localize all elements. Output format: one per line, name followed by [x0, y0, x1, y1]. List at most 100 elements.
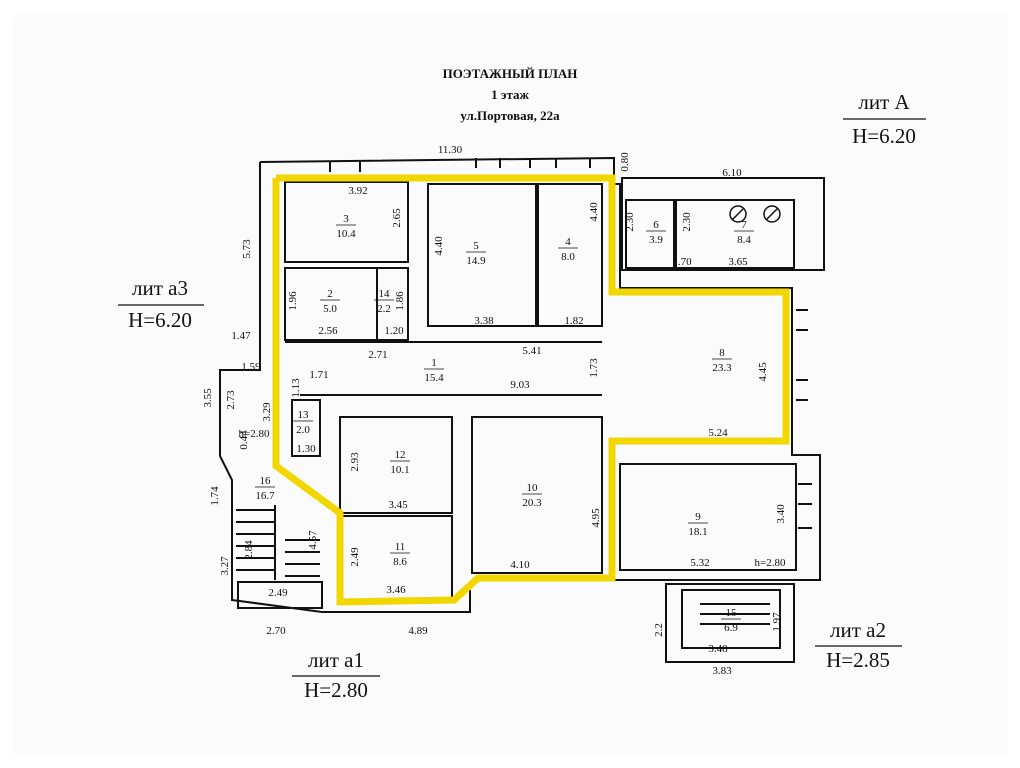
dimension-label: 0.80: [619, 152, 631, 172]
svg-text:Н=6.20: Н=6.20: [128, 308, 192, 332]
dimension-label: 2.2: [653, 623, 665, 637]
dimension-label: 1.97: [771, 612, 783, 632]
dimension-label: 3.83: [712, 665, 732, 677]
room-area: 5.0: [323, 303, 337, 315]
dimension-label: 2.73: [225, 390, 237, 410]
room-number: 7: [741, 219, 747, 231]
room-7-label: 78.4: [734, 219, 754, 246]
room-14-label: 142.2: [374, 288, 394, 315]
svg-text:лит а2: лит а2: [830, 618, 886, 642]
svg-text:Н=6.20: Н=6.20: [852, 124, 916, 148]
room-area: 20.3: [522, 497, 542, 509]
dimension-label: 5.24: [708, 427, 728, 439]
dimension-label: 1.86: [394, 291, 406, 311]
stove-icon: [729, 205, 781, 223]
room-area: 16.7: [255, 490, 275, 502]
room-area: 2.0: [296, 424, 310, 436]
dimension-label: 4.57: [307, 530, 319, 550]
lit-a2-label: лит а2 Н=2.85: [815, 618, 902, 672]
room-area: 18.1: [688, 526, 707, 538]
dimension-label: 2.84: [243, 540, 255, 560]
dimension-label: 1.74: [209, 486, 221, 506]
room-area: 6.9: [724, 622, 738, 634]
room-area: 8.4: [737, 234, 751, 246]
room-6-label: 63.9: [646, 219, 666, 246]
highlighted-area-outline: [272, 174, 790, 606]
dimension-label: 1.47: [231, 330, 251, 342]
room-number: 3: [343, 213, 349, 225]
plan-floor: 1 этаж: [491, 87, 529, 102]
room-number: 6: [653, 219, 659, 231]
dimension-label: 5.41: [522, 345, 541, 357]
svg-text:Н=2.85: Н=2.85: [826, 648, 890, 672]
room-number: 5: [473, 240, 479, 252]
dimension-label: 2.30: [624, 212, 636, 232]
dimension-label: 2.65: [391, 208, 403, 228]
room-number: 9: [695, 511, 701, 523]
dimension-label: 2.70: [266, 625, 286, 637]
dimension-label: 1.71: [309, 369, 328, 381]
room-labels: 115.425.0310.448.0514.963.978.4823.3918.…: [255, 213, 754, 634]
dimension-label: 1.96: [287, 291, 299, 311]
room-number: 14: [379, 288, 391, 300]
room-number: 2: [327, 288, 333, 300]
room-15-label: 156.9: [721, 607, 741, 634]
dimension-label: 3.46: [386, 584, 406, 596]
dimension-label: 2.71: [368, 349, 387, 361]
room-area: 8.0: [561, 251, 575, 263]
dimension-label: 1.70: [672, 256, 692, 268]
dimension-label: 3.48: [708, 643, 728, 655]
dimension-label: 1.82: [564, 315, 583, 327]
room-3-label: 310.4: [336, 213, 356, 240]
plan-title: ПОЭТАЖНЫЙ ПЛАН: [443, 66, 578, 81]
dimension-label: 1.13: [290, 378, 302, 398]
dimension-label: 4.40: [433, 236, 445, 256]
lit-a3-label: лит а3 Н=6.20: [118, 276, 204, 332]
svg-text:лит а3: лит а3: [132, 276, 188, 300]
room-area: 10.4: [336, 228, 356, 240]
room-number: 8: [719, 347, 725, 359]
dimension-label: 4.89: [408, 625, 428, 637]
room-number: 15: [726, 607, 738, 619]
room-number: 11: [395, 541, 406, 553]
paper-sheet: [12, 14, 1008, 756]
building-walls: [219, 156, 825, 663]
dimension-label: 2.93: [349, 452, 361, 472]
room-number: 12: [395, 449, 406, 461]
dimension-label: 0.44: [238, 430, 250, 450]
svg-text:лит а1: лит а1: [308, 648, 364, 672]
lit-a1-label: лит а1 Н=2.80: [292, 648, 380, 702]
dimension-label: 5.32: [690, 557, 709, 569]
room-12-label: 12 10.1: [390, 449, 410, 476]
dimension-label: 2.30: [681, 212, 693, 232]
room-area: 14.9: [466, 255, 486, 267]
room-2-label: 25.0: [320, 288, 340, 315]
room-11-label: 118.6: [390, 541, 410, 568]
room-area: 10.1: [390, 464, 409, 476]
room-9-label: 918.1: [688, 511, 708, 538]
lit-a-label: лит А Н=6.20: [843, 90, 926, 148]
room-number: 13: [298, 409, 310, 421]
dimension-label: 3.29: [261, 402, 273, 422]
room-number: 4: [565, 236, 571, 248]
dimension-label: h=2.80: [239, 428, 270, 440]
dimension-label: 3.92: [348, 185, 367, 197]
room-area: 23.3: [712, 362, 732, 374]
plan-address: ул.Портовая, 22а: [460, 108, 560, 123]
svg-text:Н=2.80: Н=2.80: [304, 678, 368, 702]
dimension-label: 2.49: [268, 587, 288, 599]
dimension-label: 4.10: [510, 559, 530, 571]
room-8-label: 823.3: [712, 347, 732, 374]
dimension-label: 3.45: [388, 499, 408, 511]
dimension-label: 3.55: [202, 388, 214, 408]
room-area: 8.6: [393, 556, 407, 568]
room-13-label: 132.0: [293, 409, 313, 436]
room-area: 2.2: [377, 303, 391, 315]
dimension-label: 2.49: [349, 547, 361, 567]
dimension-label: 1.20: [384, 325, 404, 337]
dimension-label: h=2.80: [755, 557, 786, 569]
dimension-label: 3.38: [474, 315, 494, 327]
